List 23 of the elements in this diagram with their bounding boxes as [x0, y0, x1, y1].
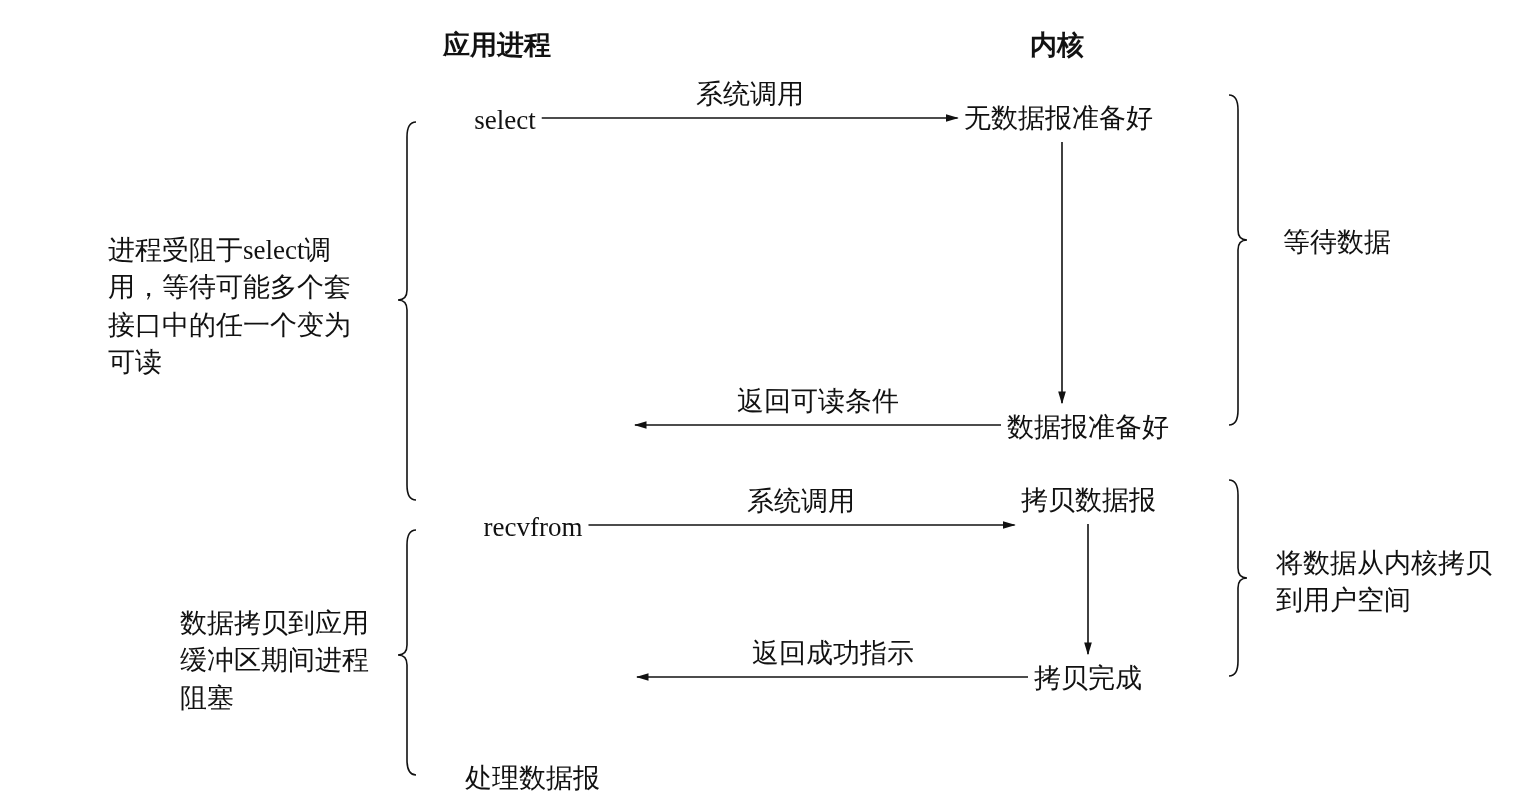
phase-note: 等待数据 [1283, 226, 1391, 259]
edge-label: 系统调用 [695, 78, 804, 111]
arrow [540, 114, 959, 122]
step-text: 数据报准备好 [1007, 409, 1169, 445]
step-text: recvfrom [483, 511, 583, 543]
column-heading: 应用进程 [443, 29, 551, 62]
step-text: 拷贝完成 [1034, 660, 1142, 696]
step-text: select [474, 104, 536, 136]
arrow [633, 421, 1002, 429]
edge-label: 返回可读条件 [737, 385, 899, 418]
step-text: 无数据报准备好 [963, 100, 1153, 136]
step-text: 处理数据报 [464, 760, 600, 796]
arrow [635, 673, 1029, 681]
column-heading: 内核 [1030, 29, 1084, 62]
arrow [1058, 141, 1066, 405]
arrow [1084, 523, 1092, 656]
step-text: 拷贝数据报 [1020, 482, 1156, 518]
phase-note: 进程受阻于select调用，等待可能多个套接口中的任一个变为可读 [108, 234, 352, 379]
arrow [587, 521, 1016, 529]
phase-note: 数据拷贝到应用缓冲区期间进程阻塞 [180, 607, 370, 715]
phase-note: 将数据从内核拷贝到用户空间 [1276, 547, 1493, 618]
edge-label: 返回成功指示 [751, 637, 914, 670]
edge-label: 系统调用 [747, 485, 856, 518]
